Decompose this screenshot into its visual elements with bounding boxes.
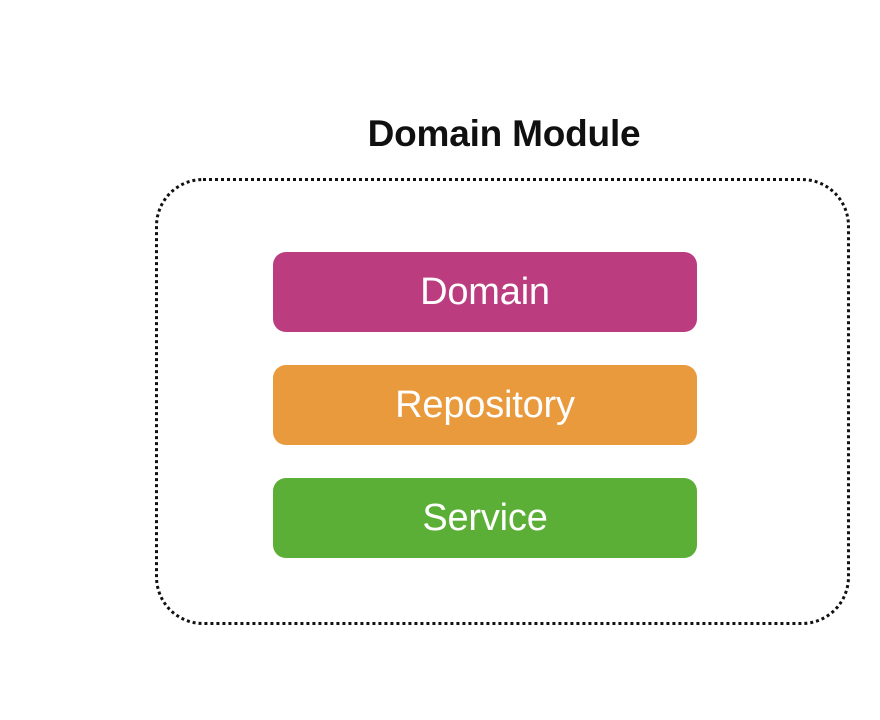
layer-box-repository[interactable]: Repository xyxy=(273,365,697,445)
layer-label-domain: Domain xyxy=(420,271,550,313)
page-title: Domain Module xyxy=(367,113,641,154)
layer-label-repository: Repository xyxy=(395,384,575,426)
layer-box-service[interactable]: Service xyxy=(273,478,697,558)
module-boundary xyxy=(155,178,850,625)
layer-box-domain[interactable]: Domain xyxy=(273,252,697,332)
layer-label-service: Service xyxy=(422,497,548,539)
